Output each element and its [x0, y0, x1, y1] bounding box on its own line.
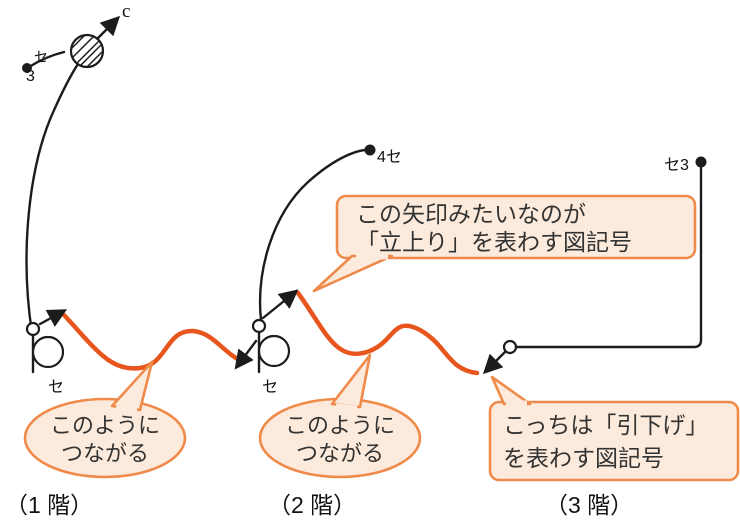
switch-symbol-1f	[25, 309, 68, 374]
label-se-2f: セ	[262, 379, 278, 396]
rise-arrow-icon-2f	[261, 289, 299, 320]
callout-connect-left-line1: このように	[50, 413, 160, 438]
junction-circle-1f	[25, 321, 41, 337]
connection-curve-1f-2f	[61, 312, 246, 371]
callout-connect-mid-line1: このように	[285, 413, 395, 438]
terminal-dot-se3	[695, 156, 707, 168]
label-4se: 4セ	[377, 149, 402, 166]
callout-rising: この矢印みたいなのが 「立上り」を表わす図記号	[312, 194, 697, 293]
riser-line-1f	[25, 56, 84, 335]
floor-label-1: （1 階）	[5, 492, 93, 518]
terminal-dot-topleft	[22, 63, 32, 73]
callout-connect-mid: このように つながる	[258, 353, 422, 479]
connection-curve-2f-3f	[295, 290, 480, 376]
floor1-riser-wire	[22, 15, 121, 335]
callout-rising-tail	[312, 254, 394, 293]
switch-symbol-2f	[234, 289, 299, 374]
terminal-dot-4se	[364, 144, 376, 156]
label-se3: セ3	[664, 157, 689, 174]
drop-arrow-icon-2f	[234, 339, 258, 370]
callout-rising-line2: 「立上り」を表わす図記号	[356, 229, 632, 255]
drop-symbol-3f	[482, 339, 518, 375]
switch-body-1f	[31, 335, 65, 369]
drop-line-3f	[515, 166, 703, 349]
callout-connect-mid-line2: つながる	[296, 441, 384, 466]
label-se-topleft: セ	[34, 49, 48, 65]
terminal-stub-line	[27, 50, 66, 69]
callout-rising-box	[335, 194, 697, 260]
switch-body-2f	[257, 334, 291, 368]
floor2-riser-wire	[258, 144, 376, 322]
callout-pulldown-line1: こっちは「引下げ」	[503, 412, 708, 438]
lamp-circle-icon	[69, 33, 105, 69]
junction-circle-2f	[251, 318, 267, 334]
callout-pulldown-line2: を表わす図記号	[503, 445, 664, 471]
callout-connect-left-line2: つながる	[61, 441, 149, 466]
drop-arrow-icon-3f	[482, 350, 507, 375]
callout-pulldown-box	[488, 400, 740, 482]
callout-connect-mid-tail	[330, 353, 372, 409]
callout-connect-mid-seam	[335, 403, 358, 411]
label-se-1f: セ	[48, 379, 64, 396]
floor-label-3: （3 階）	[545, 492, 633, 518]
callout-connect-left-seam	[115, 405, 138, 413]
floor3-drop-wire	[515, 156, 707, 349]
callout-connect-left-ellipse	[23, 397, 187, 479]
junction-circle-3f	[502, 339, 518, 355]
rise-arrow-icon-1f	[38, 309, 68, 327]
callout-rising-line1: この矢印みたいなのが	[356, 201, 586, 227]
riser-line-2f	[258, 148, 367, 322]
lamp-symbol	[69, 33, 105, 69]
callout-pulldown-tail	[490, 375, 532, 406]
floor-label-2: （2 階）	[268, 492, 356, 518]
label-3-topleft: 3	[26, 68, 35, 85]
callout-pulldown: こっちは「引下げ」 を表わす図記号	[488, 375, 740, 482]
callout-connect-left: このように つながる	[23, 360, 187, 479]
label-c: c	[122, 1, 130, 22]
